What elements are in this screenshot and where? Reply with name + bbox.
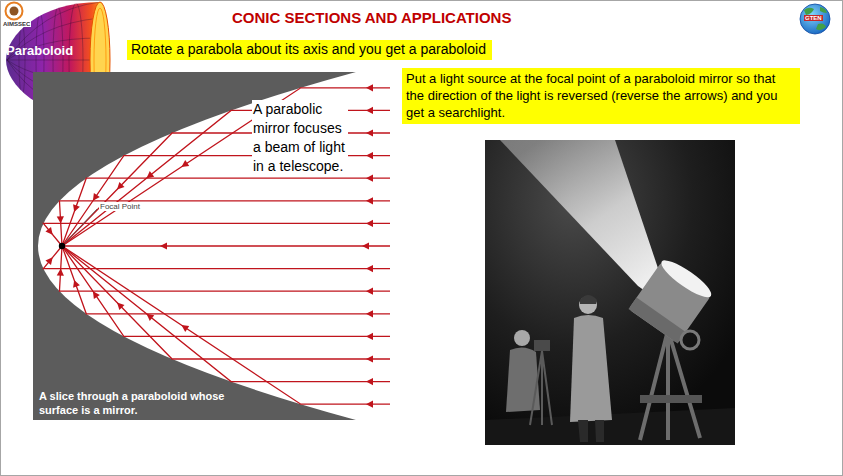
paraboloid-shape: Paraboloid — [5, 0, 105, 120]
light-ray — [43, 223, 390, 246]
node-text: Paraboloid — [6, 43, 105, 59]
searchlight-photo — [485, 140, 735, 445]
ray-arrowhead — [147, 171, 155, 178]
mirror-illustration — [33, 46, 458, 446]
ray-arrowhead — [366, 401, 373, 408]
man-coat — [506, 347, 540, 412]
light-ray — [62, 178, 390, 246]
light-ray — [62, 245, 390, 246]
ray-arrowhead — [73, 204, 80, 212]
light-ray — [62, 246, 390, 336]
gten-logo — [800, 4, 830, 34]
man-coat — [570, 315, 612, 422]
focal-point-dot — [59, 243, 65, 249]
man-head — [579, 296, 597, 314]
light-ray — [62, 246, 390, 382]
mirror-caption: A parabolic mirror focuses a beam of lig… — [252, 100, 348, 176]
light-rays — [43, 84, 390, 408]
ray-arrowhead — [181, 325, 189, 332]
ray-arrowhead — [366, 84, 373, 91]
ray-arrowhead — [366, 333, 373, 340]
highlight-band: Rotate a parabola about its axis and you… — [127, 40, 492, 60]
globe-land — [804, 8, 814, 15]
crouching-man — [506, 330, 552, 425]
aimssec-logo — [6, 3, 23, 20]
ray-arrowhead — [366, 288, 373, 295]
man-hat — [580, 295, 597, 304]
grid-line — [7, 60, 100, 61]
light-ray — [62, 246, 390, 404]
ray-arrowhead — [366, 355, 373, 362]
searchlight-drum — [629, 255, 716, 343]
searchlight — [629, 255, 716, 440]
drum-lens — [657, 255, 715, 303]
ray-arrowhead — [181, 160, 189, 167]
night-sky — [485, 140, 735, 445]
logo-core — [10, 7, 19, 16]
searchlight-stand — [640, 330, 700, 440]
ray-arrowhead — [366, 220, 373, 227]
ray-arrowhead — [93, 291, 100, 299]
globe — [800, 4, 830, 34]
globe-land — [820, 7, 827, 13]
ray-arrowhead — [45, 227, 52, 235]
man-head — [514, 330, 530, 346]
ray-arrowhead — [160, 242, 167, 249]
ray-arrowhead — [366, 129, 373, 136]
light-ray — [62, 88, 390, 246]
logo-ring — [6, 3, 23, 20]
man-legs — [578, 420, 604, 442]
globe-land — [816, 23, 826, 30]
logo-text: GTEN — [804, 15, 823, 21]
ray-arrowhead — [366, 107, 373, 114]
ray-arrowhead — [45, 257, 52, 265]
ray-arrowhead — [366, 310, 373, 317]
ray-arrowhead — [366, 378, 373, 385]
drum-back — [629, 298, 686, 344]
node-text: A slice through a paraboloid whose surfa… — [39, 389, 239, 417]
ray-arrowhead — [73, 280, 80, 288]
slide-title: CONIC SECTIONS AND APPLICATIONS — [232, 9, 511, 26]
ray-arrowhead — [366, 175, 373, 182]
leader-line — [65, 209, 97, 243]
searchlight-wheel — [681, 331, 699, 349]
paraboloid-slice — [38, 72, 390, 420]
tripod — [530, 351, 552, 425]
ray-arrowhead — [366, 197, 373, 204]
searchlight-base — [640, 395, 702, 403]
ray-arrowhead — [366, 265, 373, 272]
ray-arrowhead — [117, 182, 124, 190]
standing-man — [570, 295, 612, 442]
logo-text: AIMSSEC — [2, 21, 31, 27]
light-ray — [43, 246, 390, 269]
ray-arrowhead — [147, 314, 155, 321]
ray-arrowhead — [362, 242, 369, 249]
light-ray — [62, 246, 390, 359]
ray-arrowhead — [57, 216, 64, 223]
light-ray — [62, 246, 390, 314]
node-text: Rotate a parabola about its axis and you… — [131, 41, 488, 58]
focal-point-label: Focal Point — [99, 202, 141, 211]
camera — [534, 340, 550, 351]
ray-arrowhead — [117, 303, 124, 311]
highlight-box: Put a light source at the focal point of… — [402, 68, 800, 124]
ray-arrowhead — [93, 193, 100, 201]
ray-arrowhead — [366, 152, 373, 159]
ray-arrowhead — [57, 269, 64, 276]
node-text: Put a light source at the focal point of… — [406, 70, 796, 121]
